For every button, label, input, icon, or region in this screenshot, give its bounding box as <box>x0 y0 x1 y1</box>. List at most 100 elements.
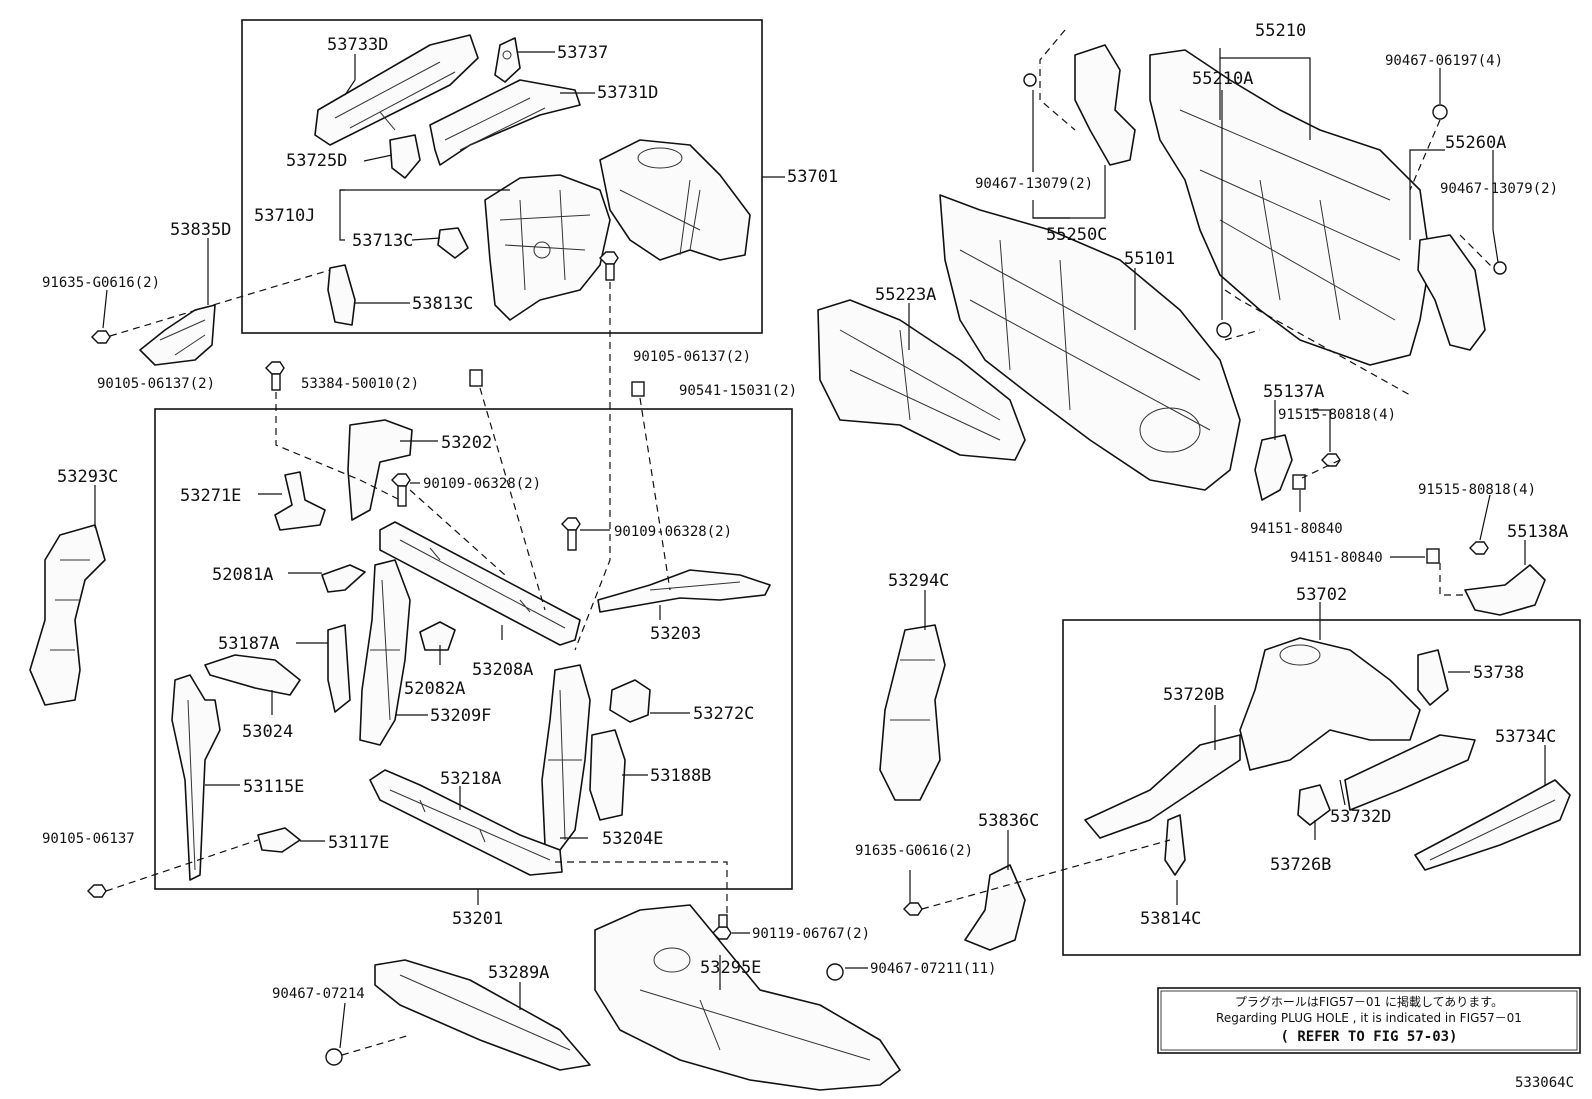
label-53271E: 53271E <box>180 486 241 506</box>
part-53024 <box>204 654 301 696</box>
label-55250C: 55250C <box>1046 225 1107 245</box>
part-53202 <box>347 419 413 521</box>
part-53734C <box>1414 779 1571 871</box>
label-53024: 53024 <box>242 722 293 742</box>
label-90467-13079-left: 90467-13079(2) <box>975 176 1093 192</box>
part-53209F <box>359 559 411 746</box>
part-53813C <box>327 264 356 326</box>
label-53115E: 53115E <box>243 777 304 797</box>
label-55210: 55210 <box>1255 21 1306 41</box>
clip-90467-13079-left <box>1023 73 1037 87</box>
part-53294C <box>879 624 946 801</box>
label-53209F: 53209F <box>430 706 491 726</box>
part-53293C <box>29 524 106 706</box>
label-90109-06328-b: 90109-06328(2) <box>614 524 732 540</box>
label-53731D: 53731D <box>597 83 658 103</box>
bolt-91515-80818-b <box>1469 541 1489 555</box>
label-53188B: 53188B <box>650 766 711 786</box>
label-90105-06137-c: 90105-06137 <box>42 831 135 847</box>
part-53187A <box>327 624 351 713</box>
figure-code: 533064C <box>1515 1075 1574 1091</box>
label-94151-80840-b: 94151-80840 <box>1290 550 1383 566</box>
label-53187A: 53187A <box>218 634 279 654</box>
part-53115E <box>171 674 221 881</box>
leader-lines <box>94 48 1546 1049</box>
note-line-jp: プラグホールはFIG57－01 に掲載してあります。 <box>1235 994 1503 1009</box>
part-53701-shock-tower <box>599 139 751 261</box>
clip-90467-13079-right <box>1493 261 1507 275</box>
part-53733D <box>314 34 479 146</box>
part-53272C <box>609 679 651 723</box>
label-53208A: 53208A <box>472 660 533 680</box>
label-53201: 53201 <box>452 909 503 929</box>
part-52082A <box>419 621 456 651</box>
part-53204E <box>541 664 591 851</box>
label-91635-g0616-right: 91635-G0616(2) <box>855 843 973 859</box>
label-53726B: 53726B <box>1270 855 1331 875</box>
label-53294C: 53294C <box>888 571 949 591</box>
bolt-90105-06137-a <box>265 361 285 391</box>
label-90109-06328-a: 90109-06328(2) <box>423 476 541 492</box>
label-90467-07214: 90467-07214 <box>272 986 365 1002</box>
label-91515-80818-b: 91515-80818(4) <box>1418 482 1536 498</box>
label-90105-06137-b: 90105-06137(2) <box>633 349 751 365</box>
label-90119-06767: 90119-06767(2) <box>752 926 870 942</box>
bolt-90119-06767 <box>712 914 732 940</box>
label-53218A: 53218A <box>440 769 501 789</box>
part-55250C <box>1074 44 1136 166</box>
part-53814C <box>1164 814 1186 876</box>
bolt-90109-06328-a <box>391 473 411 507</box>
label-52081A: 52081A <box>212 565 273 585</box>
label-53710J: 53710J <box>254 206 315 226</box>
label-53701: 53701 <box>787 167 838 187</box>
bolt-91635-g0616-left <box>91 330 111 344</box>
label-53734C: 53734C <box>1495 727 1556 747</box>
label-53117E: 53117E <box>328 833 389 853</box>
part-55223A <box>817 299 1026 461</box>
label-53836C: 53836C <box>978 811 1039 831</box>
part-53117E <box>257 827 301 853</box>
part-53836C <box>964 864 1026 951</box>
label-53203: 53203 <box>650 624 701 644</box>
label-53713C: 53713C <box>352 231 413 251</box>
label-53733D: 53733D <box>327 35 388 55</box>
label-55260A: 55260A <box>1445 133 1506 153</box>
label-52082A: 52082A <box>404 679 465 699</box>
bolt-90109-06328-b <box>561 517 581 551</box>
part-53710J-assembly <box>484 174 611 321</box>
part-55210-insulator <box>1149 49 1431 366</box>
part-53702-shock-tower <box>1239 637 1421 771</box>
part-53725D <box>389 134 421 179</box>
label-53295E: 53295E <box>700 958 761 978</box>
label-55223A: 55223A <box>875 285 936 305</box>
part-53726B <box>1297 784 1331 826</box>
label-53732D: 53732D <box>1330 807 1391 827</box>
part-55137A <box>1254 434 1293 501</box>
part-53208A <box>379 521 581 646</box>
clip-55210A <box>1216 322 1232 338</box>
label-53293C: 53293C <box>57 467 118 487</box>
label-53204E: 53204E <box>602 829 663 849</box>
label-90467-13079-right: 90467-13079(2) <box>1440 181 1558 197</box>
part-53203 <box>597 569 771 613</box>
label-94151-80840-a: 94151-80840 <box>1250 521 1343 537</box>
bolt-90105-06137-c <box>87 884 107 898</box>
label-55137A: 55137A <box>1263 382 1324 402</box>
note-refer-link[interactable]: ( REFER TO FIG 57-03) <box>1280 1029 1457 1045</box>
label-53725D: 53725D <box>286 151 347 171</box>
label-53835D: 53835D <box>170 220 231 240</box>
label-90467-06197: 90467-06197(4) <box>1385 53 1503 69</box>
nut-53384-50010 <box>469 369 483 387</box>
part-53271E <box>274 471 326 531</box>
part-53835D <box>139 304 216 366</box>
label-53738: 53738 <box>1473 663 1524 683</box>
clip-90467-07211 <box>826 963 844 981</box>
group-box-53201 <box>154 408 793 890</box>
part-55101-dash-panel <box>939 194 1241 491</box>
dashed-lines <box>105 29 1496 1056</box>
clip-90467-06197 <box>1432 104 1448 120</box>
label-53813C: 53813C <box>412 294 473 314</box>
label-91515-80818-a: 91515-80818(4) <box>1278 407 1396 423</box>
part-53289A <box>374 959 591 1071</box>
